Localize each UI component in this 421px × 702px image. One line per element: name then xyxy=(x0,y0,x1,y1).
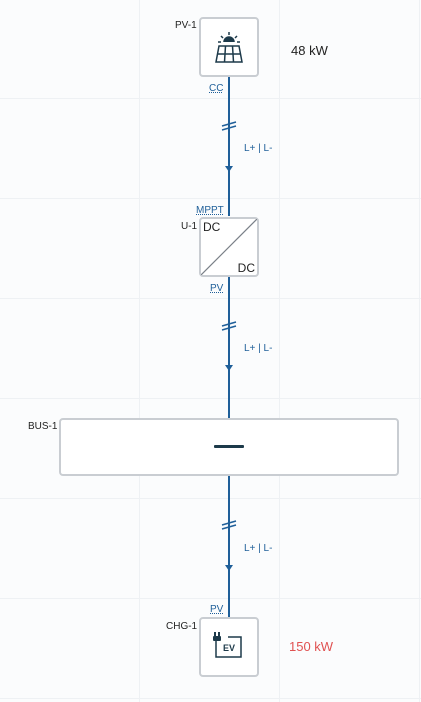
break-mark xyxy=(221,121,237,127)
cable-label: L+ | L- xyxy=(244,343,273,354)
charger-power-value: 150 kW xyxy=(289,639,334,654)
arrow-icon xyxy=(225,565,233,571)
dc-dc-converter-node[interactable]: DC DC xyxy=(199,217,259,277)
pv-port-out[interactable]: CC xyxy=(209,83,224,94)
cable-label: L+ | L- xyxy=(244,543,273,554)
break-mark xyxy=(221,125,237,131)
converter-port-out[interactable]: PV xyxy=(210,283,224,294)
charger-port-in[interactable]: PV xyxy=(210,604,224,615)
pv-power-value: 48 kW xyxy=(291,43,328,58)
solar-panel-icon xyxy=(215,32,243,63)
ev-charger-icon xyxy=(213,632,242,658)
diagonal-divider xyxy=(201,219,257,275)
pv-id-label: PV-1 xyxy=(175,20,197,31)
bus-bar-icon xyxy=(214,445,244,448)
arrow-icon xyxy=(225,166,233,172)
arrow-icon xyxy=(225,365,233,371)
charger-id-label: CHG-1 xyxy=(166,621,198,632)
pv-node[interactable] xyxy=(199,17,259,77)
cable-label: L+ | L- xyxy=(244,143,273,154)
converter-input-label: DC xyxy=(203,220,221,234)
ev-icon-text: EV xyxy=(223,643,236,653)
break-mark xyxy=(221,520,237,526)
ev-charger-node[interactable]: EV xyxy=(199,617,259,677)
break-mark xyxy=(221,321,237,327)
break-mark xyxy=(221,325,237,331)
bus-id-label: BUS-1 xyxy=(28,421,58,432)
converter-output-label: DC xyxy=(237,261,255,275)
bus-node[interactable] xyxy=(59,418,399,476)
break-mark xyxy=(221,524,237,530)
converter-id-label: U-1 xyxy=(181,221,198,232)
converter-port-in[interactable]: MPPT xyxy=(196,205,224,216)
